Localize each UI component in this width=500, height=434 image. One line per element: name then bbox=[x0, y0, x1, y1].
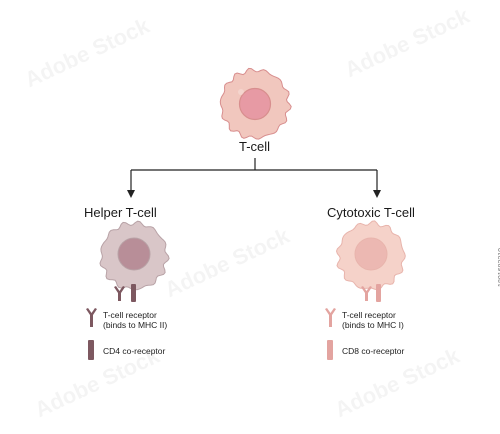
cytotoxic-coreceptor-label: CD8 co-receptor bbox=[342, 346, 405, 356]
helper-legend-receptor-icon bbox=[86, 308, 97, 327]
cytotoxic-legend-icons bbox=[325, 308, 336, 360]
helper-receptor-label-line1: T-cell receptor bbox=[103, 310, 157, 320]
helper-t-cell-receptor-icon bbox=[114, 286, 125, 301]
helper-cell-nucleus bbox=[117, 237, 151, 271]
helper-coreceptor-label: CD4 co-receptor bbox=[103, 346, 166, 356]
helper-legend-icons bbox=[86, 308, 97, 360]
cytotoxic-legend-receptor-icon bbox=[325, 308, 336, 327]
helper-receptor-label: T-cell receptor (binds to MHC II) bbox=[103, 310, 167, 330]
cytotoxic-t-cell-receptor-icon bbox=[361, 286, 372, 301]
helper-title: Helper T-cell bbox=[84, 205, 157, 220]
branch-arrows bbox=[130, 158, 378, 191]
cytotoxic-receptor-label-line1: T-cell receptor bbox=[342, 310, 396, 320]
root-cell-highlight bbox=[238, 89, 244, 95]
helper-t-cell bbox=[99, 220, 170, 302]
helper-receptor-label-line2: (binds to MHC II) bbox=[103, 320, 168, 330]
cytotoxic-receptor-label: T-cell receptor (binds to MHC I) bbox=[342, 310, 404, 330]
left-arrowhead bbox=[127, 190, 135, 198]
cytotoxic-receptor-label-line2: (binds to MHC I) bbox=[342, 320, 404, 330]
cytotoxic-title: Cytotoxic T-cell bbox=[327, 205, 415, 220]
cytotoxic-cd8-icon bbox=[376, 284, 381, 302]
helper-cd4-icon bbox=[131, 284, 136, 302]
cytotoxic-legend-cd8-icon bbox=[327, 340, 333, 360]
root-cell-nucleus bbox=[238, 87, 272, 121]
cytotoxic-cell-nucleus bbox=[354, 237, 388, 271]
root-label: T-cell bbox=[239, 139, 271, 154]
helper-legend-cd4-icon bbox=[88, 340, 94, 360]
cytotoxic-t-cell bbox=[335, 220, 406, 302]
root-t-cell bbox=[219, 67, 292, 140]
right-arrowhead bbox=[373, 190, 381, 198]
